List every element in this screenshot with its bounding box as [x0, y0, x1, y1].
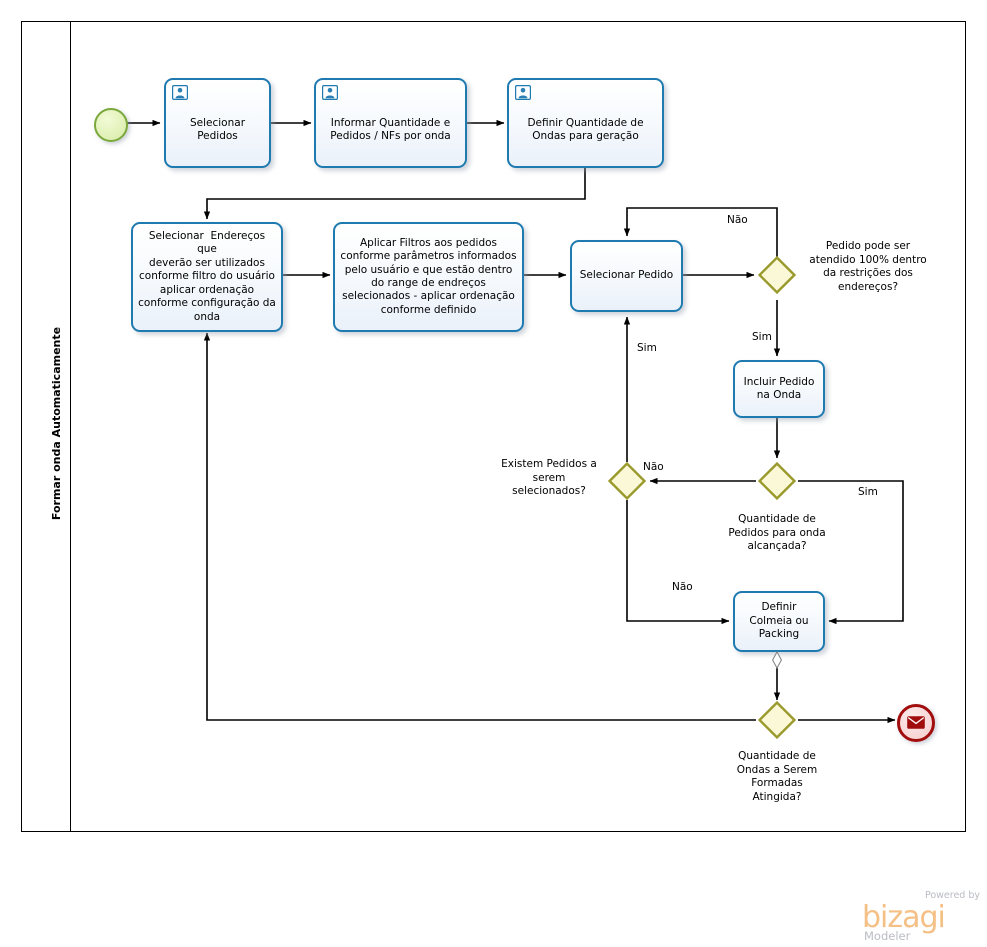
- task-selecionar-pedido[interactable]: Selecionar Pedido: [570, 240, 683, 312]
- start-event[interactable]: [94, 108, 128, 142]
- task-label: Selecionar Pedido: [579, 269, 674, 282]
- flow-label-sim-incluir: Sim: [752, 331, 772, 343]
- gateway-quantidade-ondas[interactable]: [757, 700, 797, 740]
- flow-label-sim-selecionar-pedido: Sim: [637, 342, 657, 354]
- lane-header: Formar onda Automaticamente: [21, 21, 71, 832]
- gateway-pedido-atendido[interactable]: [757, 255, 797, 295]
- pool-title: Formar onda Automaticamente: [50, 326, 63, 521]
- user-task-icon: [515, 85, 532, 101]
- logo-brand: bizagi: [862, 900, 946, 935]
- user-task-icon: [172, 85, 189, 101]
- message-end-event[interactable]: [897, 704, 935, 742]
- flow-label-nao-top: Não: [727, 214, 748, 226]
- flow-label-nao-existem: Não: [643, 461, 664, 473]
- gateway-existem-pedidos[interactable]: [607, 461, 647, 501]
- bizagi-logo: Powered by bizagi Modeler: [862, 890, 982, 943]
- flow-label-sim-quantidade: Sim: [858, 486, 878, 498]
- envelope-icon: [907, 714, 925, 733]
- loop-marker-icon: [770, 650, 784, 673]
- logo-powered-by: Powered by: [924, 890, 980, 901]
- logo-product: Modeler: [864, 929, 911, 943]
- pool: [21, 21, 966, 832]
- flow-label-nao-colmeia: Não: [672, 581, 693, 593]
- gateway-quantidade-pedidos[interactable]: [757, 461, 797, 501]
- user-task-icon: [322, 85, 339, 101]
